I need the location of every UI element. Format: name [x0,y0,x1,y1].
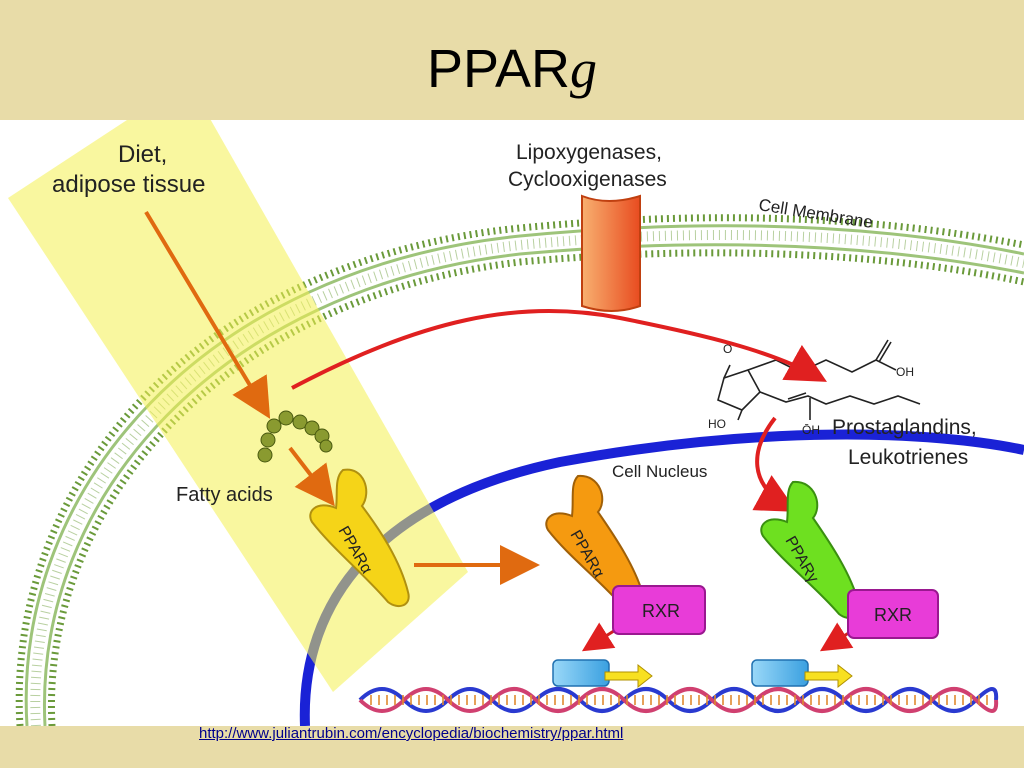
title-italic: g [570,39,598,99]
fatty-acids-label: Fatty acids [176,484,273,506]
title-main: PPAR [426,39,571,99]
ppar-alpha-cytoplasm [309,468,410,608]
chem-oh2-label: ŌH [802,423,820,437]
transcription-arrow-right [804,663,853,689]
rxr-label-right: RXR [874,605,912,625]
diet-label-line1: Diet, [118,141,167,168]
enzymes-label-line1: Lipoxygenases, [516,141,662,164]
ppar-gamma [760,480,861,620]
chem-ho-label: HO [708,417,726,431]
cell-membrane [15,214,1024,726]
enzymes-label-line2: Cyclooxigenases [508,168,667,191]
arrow-fatty-acids-to-ppar [288,446,335,507]
diet-label-line2: adipose tissue [52,171,205,198]
cell-nucleus-label: Cell Nucleus [612,462,707,481]
promoter-box-right [751,659,809,687]
rxr-right [847,589,939,639]
arrow-prostaglandin-to-ppar-gamma [752,416,798,512]
arrow-diet-to-fatty-acids [144,210,271,419]
ppar-diagram: O OH HO ŌH PPARα PPARα RXR PPARγ RXR Die… [8,120,1024,726]
chem-o-label: O [723,342,732,356]
fatty-acid-chain [257,410,333,463]
footer-band [0,726,1024,768]
source-link[interactable]: http://www.juliantrubin.com/encyclopedia… [199,725,624,742]
transcription-arrow-left [604,663,653,689]
chem-oh-label: OH [896,365,914,379]
prostaglandins-label-line2: Leukotrienes [848,446,968,469]
arrow-membrane-to-prostaglandin [291,308,827,390]
prostaglandins-label-line1: Prostaglandins, [832,416,977,439]
title-band [0,0,1024,120]
enzyme-channel [581,194,641,312]
prostaglandin-structure [717,339,921,421]
dna-helix [358,687,999,713]
rxr-left [612,585,706,635]
slide-title: PPARg [0,38,1024,100]
promoter-box-left [552,659,610,687]
rxr-label-left: RXR [642,601,680,621]
